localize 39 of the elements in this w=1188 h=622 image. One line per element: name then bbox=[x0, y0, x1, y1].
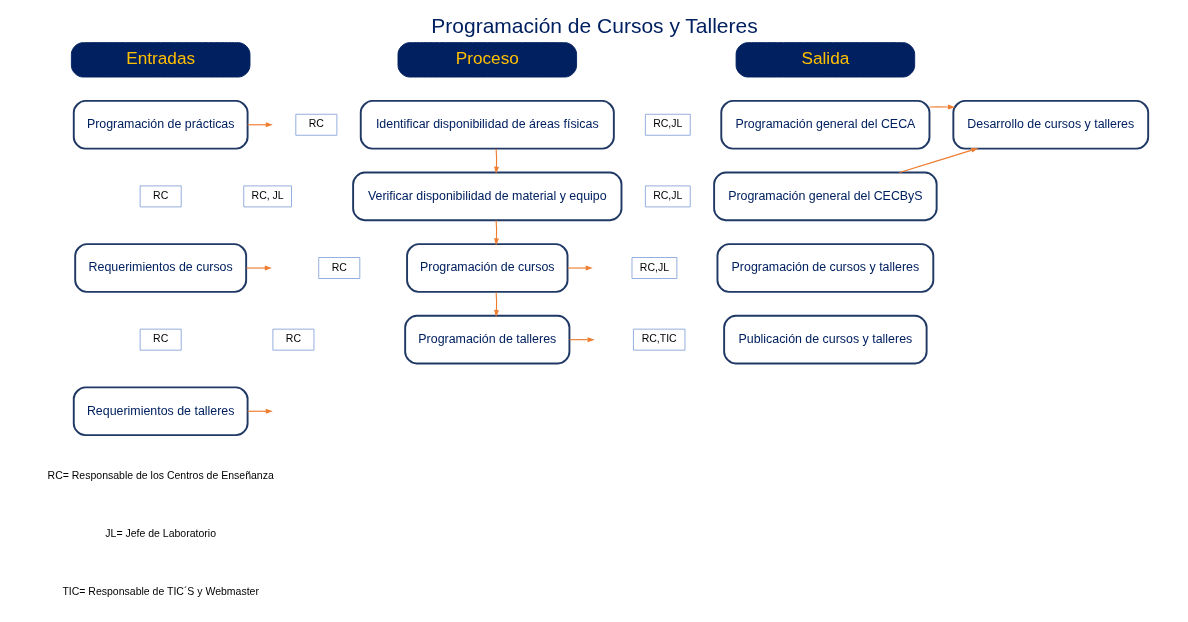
arrow bbox=[493, 220, 499, 246]
node-box: RC,TIC bbox=[632, 328, 685, 351]
arrow bbox=[246, 408, 273, 414]
node-box: Programación de cursos y talleres bbox=[716, 243, 934, 293]
node-box: RC,JL bbox=[631, 257, 677, 279]
node-box: RC,JL bbox=[644, 113, 691, 136]
arrow bbox=[566, 265, 593, 271]
arrow bbox=[245, 265, 272, 271]
node-box: RC bbox=[271, 328, 314, 351]
node-box: Entradas bbox=[70, 42, 250, 78]
node-box: Publicación de cursos y talleres bbox=[722, 314, 928, 365]
node-box: Salida bbox=[735, 42, 915, 78]
node-box: RC, JL bbox=[242, 185, 292, 208]
node-box: Programación general del CECA bbox=[719, 99, 930, 150]
arrow bbox=[928, 104, 955, 110]
node-box: Programación de cursos bbox=[405, 243, 568, 293]
arrow bbox=[568, 337, 595, 343]
node-box: Programación de prácticas bbox=[72, 99, 249, 150]
label: JL= Jefe de Laboratorio bbox=[104, 527, 216, 540]
diagram-title: Programación de Cursos y Talleres bbox=[430, 13, 758, 37]
node-box: Requerimientos de talleres bbox=[72, 386, 249, 437]
arrow bbox=[246, 122, 273, 128]
node-box: RC bbox=[294, 113, 337, 136]
label: RC= Responsable de los Centros de Enseñanza bbox=[47, 468, 274, 481]
node-box: Identificar disponibilidad de áreas físicas bbox=[359, 99, 615, 150]
node-box: Proceso bbox=[397, 42, 577, 78]
node-box: Verificar disponibilidad de material y equipo bbox=[351, 171, 622, 222]
node-box: Requerimientos de cursos bbox=[73, 243, 247, 293]
arrow bbox=[493, 291, 499, 318]
label: TIC= Responsable de TIC´S y Webmaster bbox=[61, 585, 259, 598]
node-box: Programación general del CECByS bbox=[712, 171, 938, 222]
arrow bbox=[493, 148, 499, 174]
node-box: RC bbox=[139, 328, 182, 351]
node-box: Desarrollo de cursos y talleres bbox=[951, 99, 1149, 150]
arrow bbox=[898, 147, 978, 174]
node-box: Programación de talleres bbox=[403, 314, 570, 365]
node-box: RC,JL bbox=[644, 185, 691, 208]
node-box: RC bbox=[317, 257, 360, 279]
node-box: RC bbox=[139, 185, 182, 208]
